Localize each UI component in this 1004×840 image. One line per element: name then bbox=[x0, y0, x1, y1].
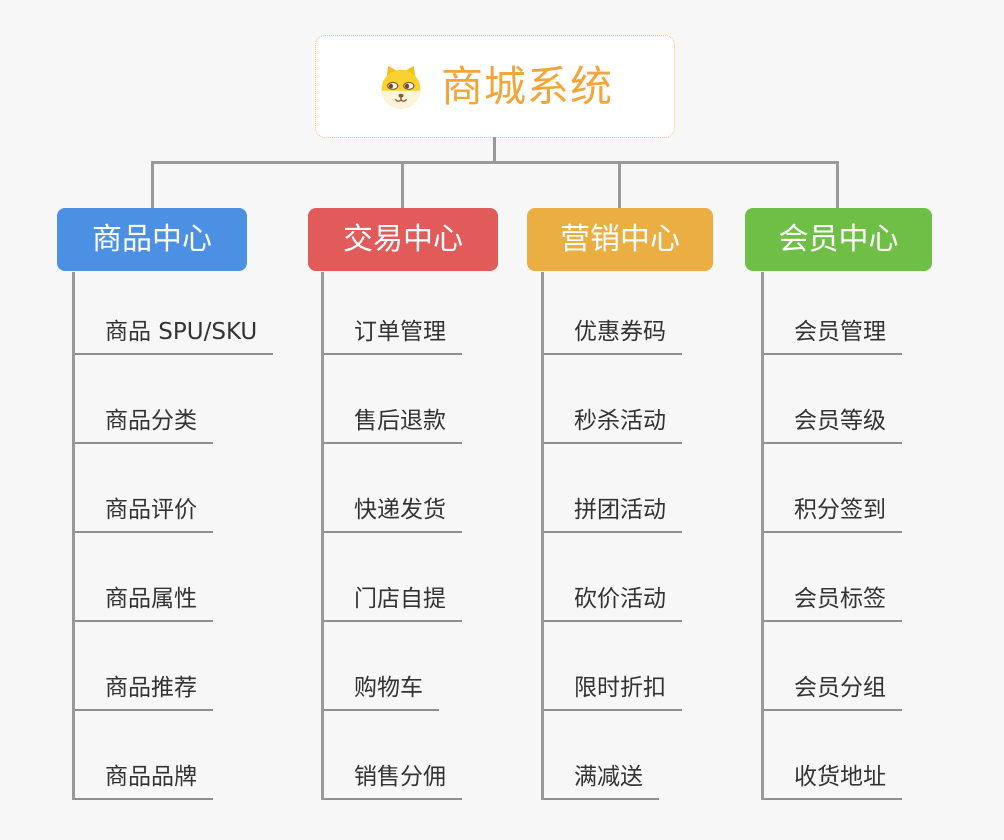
leaf-node[interactable]: 会员管理 bbox=[764, 272, 902, 355]
leaf-node[interactable]: 销售分佣 bbox=[324, 711, 462, 800]
leaf-node[interactable]: 会员分组 bbox=[764, 622, 902, 711]
leaf-node[interactable]: 会员标签 bbox=[764, 533, 902, 622]
leaf-node[interactable]: 收货地址 bbox=[764, 711, 902, 800]
connector-horizontal bbox=[151, 161, 839, 164]
branch-node-member-center[interactable]: 会员中心 bbox=[745, 208, 932, 271]
leaf-node[interactable]: 会员等级 bbox=[764, 355, 902, 444]
branch-leaf-column-product: 商品 SPU/SKU 商品分类 商品评价 商品属性 商品推荐 商品品牌 bbox=[72, 272, 274, 800]
leaf-node[interactable]: 限时折扣 bbox=[544, 622, 682, 711]
leaf-node[interactable]: 拼团活动 bbox=[544, 444, 682, 533]
leaf-node[interactable]: 售后退款 bbox=[324, 355, 462, 444]
branch-node-marketing-center[interactable]: 营销中心 bbox=[527, 208, 713, 271]
branch-leaf-column-trade: 订单管理 售后退款 快递发货 门店自提 购物车 销售分佣 bbox=[321, 272, 462, 800]
leaf-node[interactable]: 满减送 bbox=[544, 711, 659, 800]
leaf-node[interactable]: 商品 SPU/SKU bbox=[75, 272, 274, 355]
branch-leaf-column-marketing: 优惠券码 秒杀活动 拼团活动 砍价活动 限时折扣 满减送 bbox=[541, 272, 682, 800]
branch-leaf-column-member: 会员管理 会员等级 积分签到 会员标签 会员分组 收货地址 bbox=[761, 272, 902, 800]
connector-drop bbox=[401, 161, 404, 209]
connector-root-stub bbox=[493, 137, 496, 164]
leaf-node[interactable]: 秒杀活动 bbox=[544, 355, 682, 444]
connector-drop bbox=[151, 161, 154, 209]
dog-face-icon bbox=[381, 65, 421, 109]
leaf-node[interactable]: 购物车 bbox=[324, 622, 439, 711]
leaf-node[interactable]: 门店自提 bbox=[324, 533, 462, 622]
leaf-node[interactable]: 优惠券码 bbox=[544, 272, 682, 355]
leaf-node[interactable]: 商品推荐 bbox=[75, 622, 213, 711]
branch-node-trade-center[interactable]: 交易中心 bbox=[308, 208, 498, 271]
root-node[interactable]: 商城系统 bbox=[315, 35, 675, 138]
leaf-node[interactable]: 商品评价 bbox=[75, 444, 213, 533]
leaf-node[interactable]: 商品分类 bbox=[75, 355, 213, 444]
leaf-node[interactable]: 订单管理 bbox=[324, 272, 462, 355]
leaf-node[interactable]: 商品属性 bbox=[75, 533, 213, 622]
leaf-node[interactable]: 快递发货 bbox=[324, 444, 462, 533]
leaf-node[interactable]: 商品品牌 bbox=[75, 711, 213, 800]
leaf-node[interactable]: 砍价活动 bbox=[544, 533, 682, 622]
leaf-node[interactable]: 积分签到 bbox=[764, 444, 902, 533]
branch-node-product-center[interactable]: 商品中心 bbox=[57, 208, 247, 271]
connector-drop bbox=[618, 161, 621, 209]
root-title: 商城系统 bbox=[440, 61, 613, 111]
connector-drop bbox=[836, 161, 839, 209]
